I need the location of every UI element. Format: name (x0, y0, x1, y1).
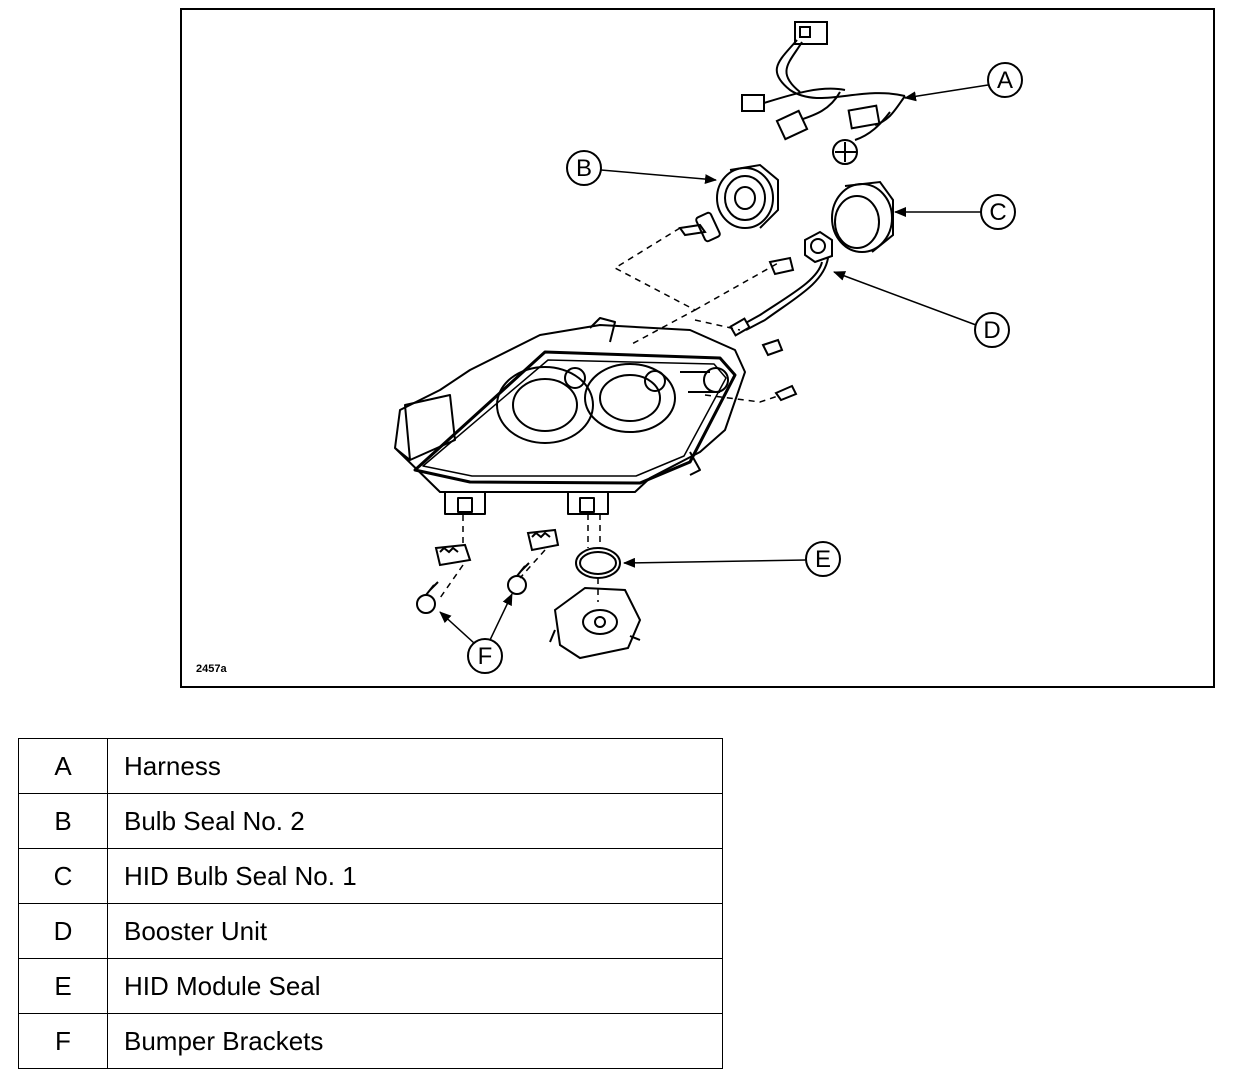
callout-label-b: B (576, 155, 592, 182)
legend-row: D Booster Unit (18, 903, 723, 959)
callout-b: B (566, 150, 717, 186)
small-bulbs (761, 338, 798, 402)
low-beam-bulb (678, 211, 721, 243)
legend-label: Bulb Seal No. 2 (107, 793, 723, 849)
legend-row: C HID Bulb Seal No. 1 (18, 848, 723, 904)
legend-label: Booster Unit (107, 903, 723, 959)
hid-bulb-seal-1-part (831, 180, 894, 253)
bumper-brackets-part (416, 528, 560, 614)
hid-ballast-module (549, 586, 642, 660)
legend-key: E (18, 958, 108, 1014)
legend-label: Bumper Brackets (107, 1013, 723, 1069)
callout-label-e: E (815, 546, 831, 573)
callout-a: A (904, 62, 1023, 102)
legend-row: E HID Module Seal (18, 958, 723, 1014)
harness-part (741, 21, 906, 165)
legend-label: Harness (107, 738, 723, 794)
legend-row: F Bumper Brackets (18, 1013, 723, 1069)
assembly-guide-lines (439, 227, 781, 602)
exploded-headlamp-diagram: A B C D E F 2457a (180, 8, 1215, 688)
callout-label-f: F (478, 643, 493, 670)
legend-row: A Harness (18, 738, 723, 794)
legend-key: D (18, 903, 108, 959)
hid-module-seal-part (575, 547, 621, 579)
callout-f: F (439, 593, 513, 674)
diagram-frame (180, 8, 1215, 688)
legend-key: C (18, 848, 108, 904)
legend-key: F (18, 1013, 108, 1069)
booster-unit-part (729, 230, 833, 337)
callout-d: D (833, 271, 1010, 348)
callout-c: C (894, 194, 1016, 230)
callout-label-c: C (989, 199, 1006, 226)
legend-key: A (18, 738, 108, 794)
headlamp-housing (394, 317, 746, 515)
bulb-seal-2-part (716, 163, 779, 229)
legend-row: B Bulb Seal No. 2 (18, 793, 723, 849)
callout-label-d: D (983, 317, 1000, 344)
legend-table: A Harness B Bulb Seal No. 2 C HID Bulb S… (18, 738, 723, 1069)
callout-e: E (623, 541, 841, 577)
callout-label-a: A (997, 67, 1013, 94)
legend-label: HID Module Seal (107, 958, 723, 1014)
legend-label: HID Bulb Seal No. 1 (107, 848, 723, 904)
legend-key: B (18, 793, 108, 849)
figure-id: 2457a (196, 663, 227, 675)
